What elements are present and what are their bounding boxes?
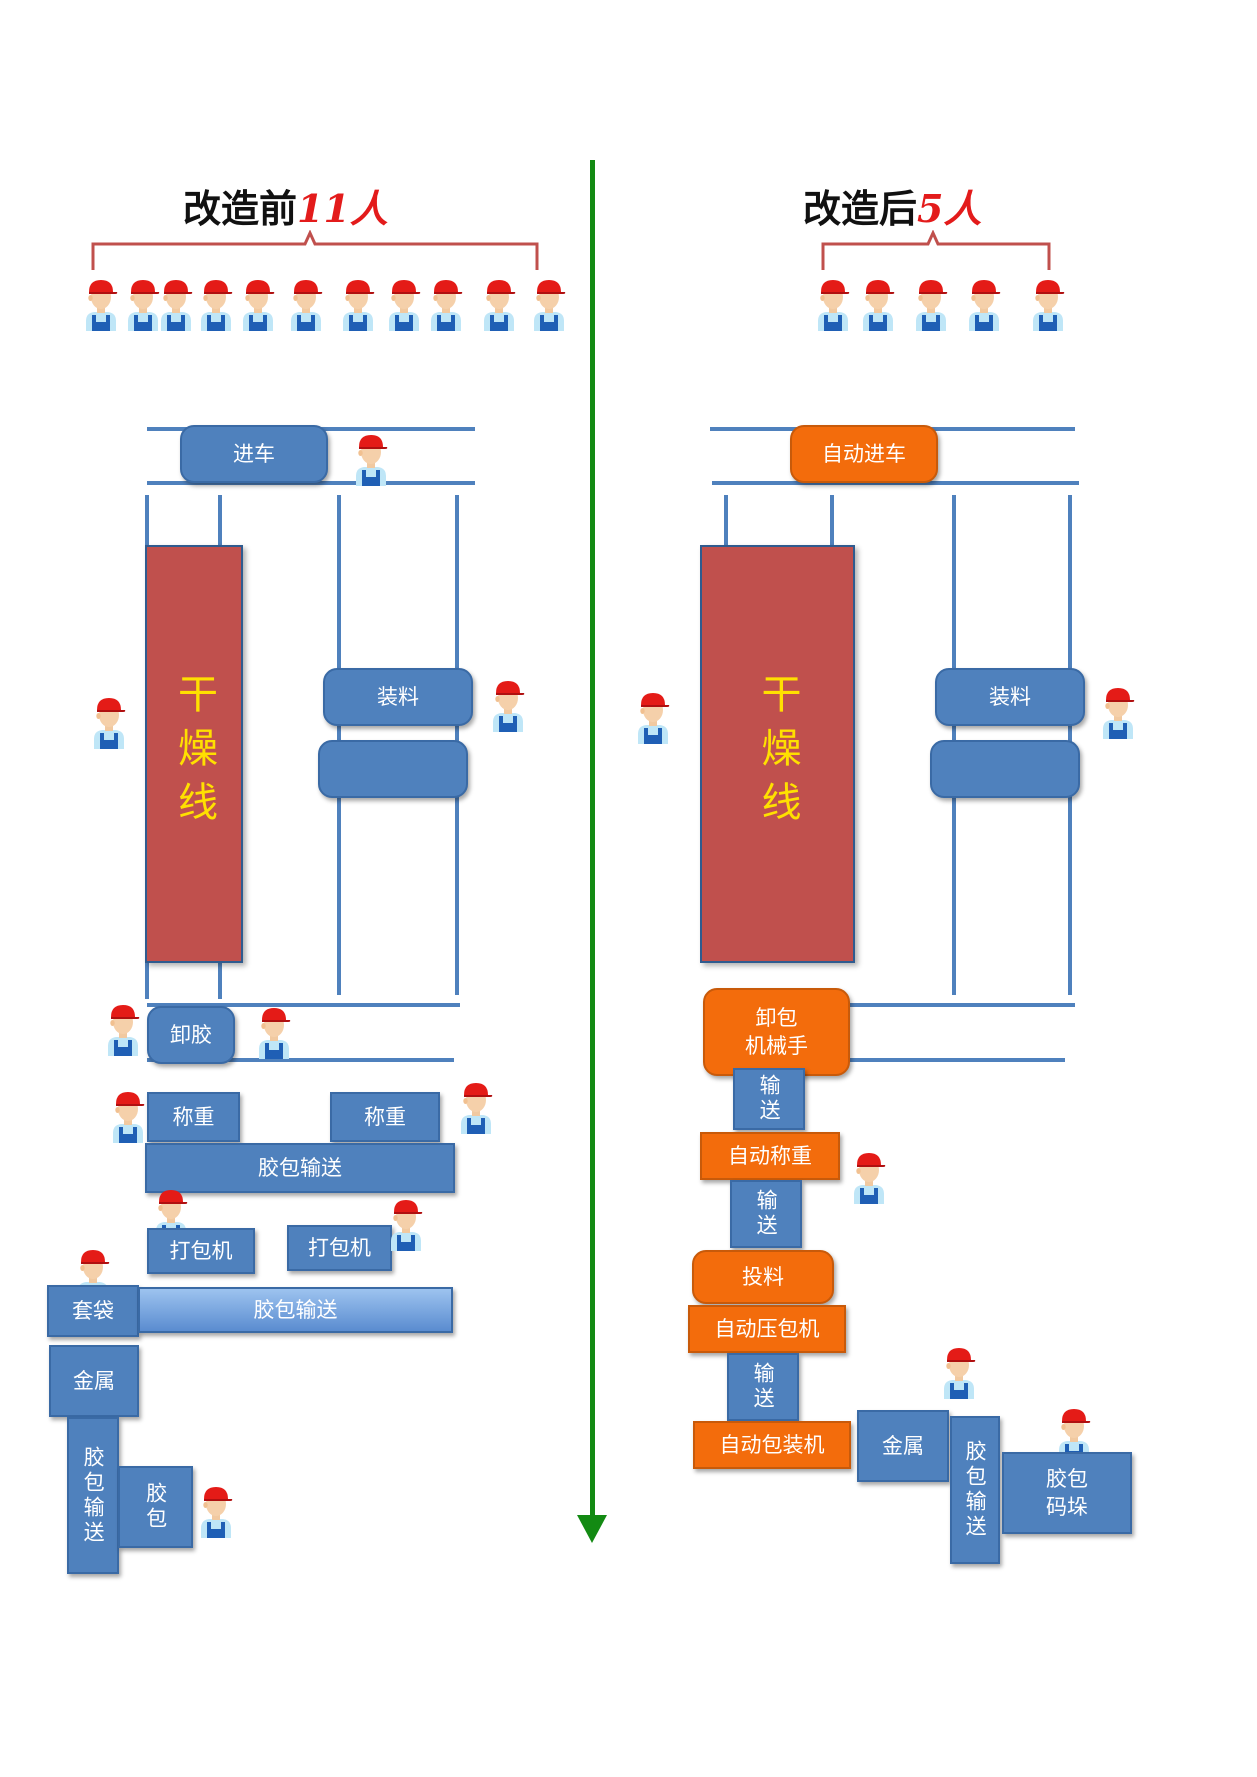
vertical-conveyor-box: 胶包输送 xyxy=(950,1416,1000,1564)
left-title-prefix: 改造前 xyxy=(183,186,298,231)
dryer-label: 干燥线 xyxy=(171,673,217,835)
timeline-divider xyxy=(590,160,595,1530)
worker-icon xyxy=(350,430,392,486)
rail xyxy=(712,481,1079,485)
bagging-box: 套袋 xyxy=(47,1285,139,1337)
right-title-count: 5人 xyxy=(917,186,982,231)
metal-box: 金属 xyxy=(857,1410,949,1482)
convey-box-1: 输送 xyxy=(733,1068,805,1130)
dryer-line: 干燥线 xyxy=(700,545,855,963)
worker-icon xyxy=(848,1148,890,1204)
in-car-box: 进车 xyxy=(180,425,328,483)
weigh-box-2: 称重 xyxy=(330,1092,440,1142)
worker-icon xyxy=(1097,683,1139,739)
worker-icon xyxy=(1027,275,1069,331)
rail xyxy=(840,1058,1065,1062)
rail xyxy=(218,495,222,545)
right-bracket xyxy=(821,230,1051,270)
convey-box-3: 输送 xyxy=(727,1353,799,1421)
worker-icon xyxy=(80,275,122,331)
worker-icon xyxy=(195,275,237,331)
dryer-label: 干燥线 xyxy=(754,673,801,835)
worker-icon xyxy=(857,275,899,331)
metal-box: 金属 xyxy=(49,1345,139,1417)
rail xyxy=(840,1003,1075,1007)
vertical-conveyor-label: 胶包输送 xyxy=(963,1440,988,1540)
stacking-box: 胶包 码垛 xyxy=(1002,1452,1132,1534)
vertical-conveyor-box: 胶包输送 xyxy=(67,1417,119,1574)
rail xyxy=(147,481,475,485)
auto-pack-box: 自动包装机 xyxy=(693,1421,851,1469)
left-title-count: 11人 xyxy=(297,186,388,231)
stacking-label-2: 码垛 xyxy=(1046,1495,1088,1519)
left-bracket xyxy=(91,230,539,270)
left-title: 改造前11人 xyxy=(183,178,388,233)
dryer-line: 干燥线 xyxy=(145,545,243,963)
unload-robot-label-1: 卸包 xyxy=(755,1005,798,1030)
worker-icon xyxy=(337,275,379,331)
baler-box-1: 打包机 xyxy=(147,1228,255,1274)
worker-icon xyxy=(487,676,529,732)
rail xyxy=(830,495,834,545)
rail xyxy=(147,1003,460,1007)
down-arrow-icon xyxy=(577,1515,607,1543)
feed-box: 投料 xyxy=(692,1250,834,1304)
worker-icon xyxy=(385,1195,427,1251)
worker-icon xyxy=(528,275,570,331)
convey-label-1: 输送 xyxy=(757,1074,782,1124)
worker-icon xyxy=(285,275,327,331)
worker-icon xyxy=(102,1000,144,1056)
worker-icon xyxy=(963,275,1005,331)
loading-platform xyxy=(930,740,1080,798)
unload-robot-label-2: 机械手 xyxy=(745,1034,808,1058)
glue-bale-box: 胶包 xyxy=(118,1466,193,1548)
vertical-conveyor-label: 胶包输送 xyxy=(81,1445,106,1546)
unload-robot-box: 卸包 机械手 xyxy=(703,988,850,1076)
rail xyxy=(218,963,222,999)
loading-box: 装料 xyxy=(323,668,473,726)
worker-icon xyxy=(383,275,425,331)
worker-icon xyxy=(237,275,279,331)
rail xyxy=(724,495,728,545)
worker-icon xyxy=(812,275,854,331)
worker-icon xyxy=(253,1003,295,1059)
stacking-label-1: 胶包 xyxy=(1046,1466,1088,1491)
baler-box-2: 打包机 xyxy=(287,1225,392,1271)
worker-icon xyxy=(455,1078,497,1134)
worker-icon xyxy=(938,1343,980,1399)
conveyor-box-1: 胶包输送 xyxy=(145,1143,455,1193)
worker-icon xyxy=(425,275,467,331)
rail xyxy=(145,963,149,999)
rail xyxy=(147,1058,454,1062)
worker-icon xyxy=(88,693,130,749)
worker-icon xyxy=(155,275,197,331)
worker-icon xyxy=(910,275,952,331)
auto-weigh-box: 自动称重 xyxy=(700,1132,840,1180)
convey-label-2: 输送 xyxy=(754,1189,779,1239)
conveyor-box-2: 胶包输送 xyxy=(138,1287,453,1333)
convey-label-3: 输送 xyxy=(751,1362,776,1412)
worker-icon xyxy=(632,688,674,744)
auto-in-car-box: 自动进车 xyxy=(790,425,938,483)
glue-bale-label: 胶包 xyxy=(143,1482,168,1532)
right-title: 改造后5人 xyxy=(803,178,981,233)
worker-icon xyxy=(107,1087,149,1143)
worker-icon xyxy=(478,275,520,331)
weigh-box-1: 称重 xyxy=(147,1092,240,1142)
auto-press-box: 自动压包机 xyxy=(688,1305,846,1353)
rail xyxy=(145,495,149,545)
convey-box-2: 输送 xyxy=(730,1180,802,1248)
loading-platform xyxy=(318,740,468,798)
right-title-prefix: 改造后 xyxy=(803,186,918,231)
unload-glue-box: 卸胶 xyxy=(147,1006,235,1064)
worker-icon xyxy=(195,1482,237,1538)
loading-box: 装料 xyxy=(935,668,1085,726)
